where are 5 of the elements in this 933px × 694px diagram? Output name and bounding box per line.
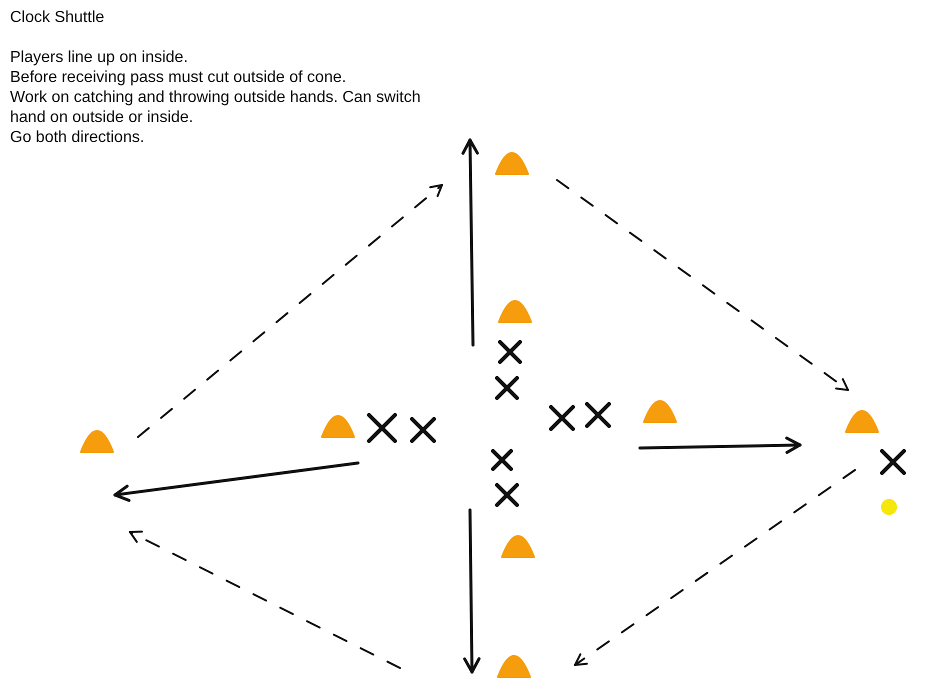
instruction-text: Players line up on inside. bbox=[10, 48, 189, 68]
title: Clock Shuttle bbox=[10, 8, 104, 28]
instruction-text: Go both directions. bbox=[10, 128, 146, 148]
instruction-text: Before receiving pass must cut outside of cone. bbox=[10, 68, 348, 88]
instruction-text: Work on catching and throwing outside hands. Can switch hand on outside or inside. bbox=[10, 88, 422, 128]
